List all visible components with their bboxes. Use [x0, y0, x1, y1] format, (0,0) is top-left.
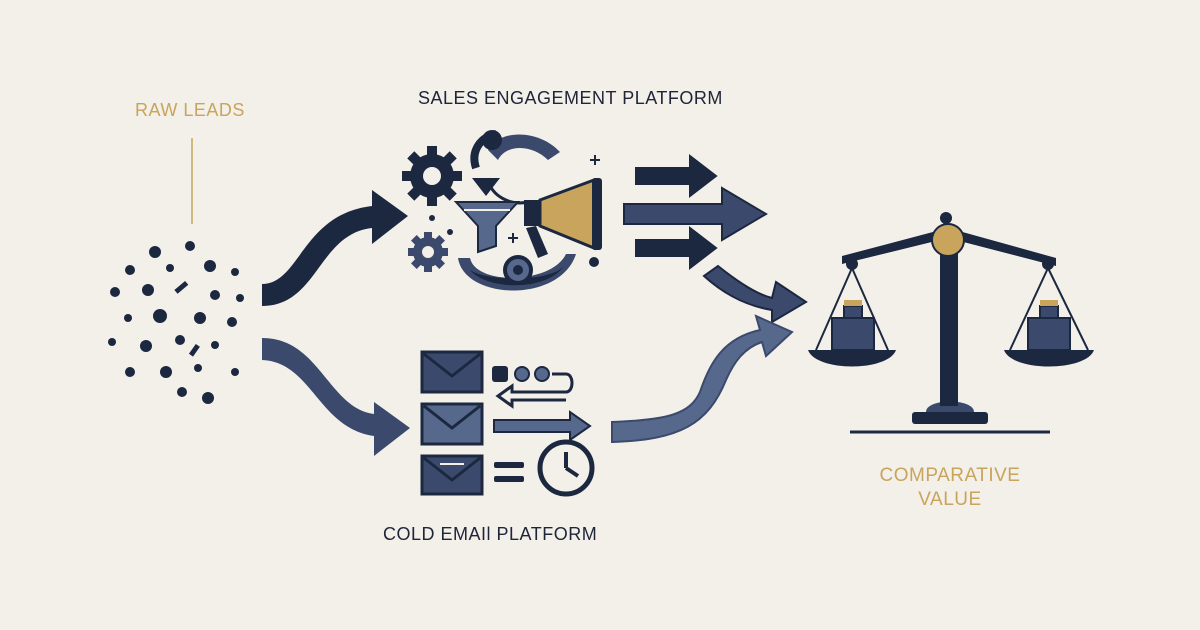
sequence-dots [492, 366, 574, 409]
flow-arrow-lower [262, 338, 410, 456]
envelope-icon [420, 350, 484, 394]
arrow-right-icon [635, 153, 718, 199]
bowl-icon [458, 254, 576, 291]
cold-email-icons [420, 350, 595, 497]
megaphone-icon [524, 177, 602, 258]
raw-leads-label: RAW LEADS [135, 100, 245, 120]
comparative-value-label: COMPARATIVE VALUE [860, 464, 1040, 512]
arrow-right-icon [702, 264, 808, 324]
dot-cluster-icon [108, 241, 244, 404]
swap-arrows-icon [493, 410, 592, 442]
weight-icon [831, 300, 875, 351]
funnel-icon [453, 201, 521, 254]
arrow-right-icon [611, 314, 794, 444]
flow-arrow-upper [262, 190, 408, 306]
gear-icon-small [408, 232, 448, 272]
accent-dot [447, 229, 453, 235]
plus-icon [508, 155, 600, 243]
gear-icon [402, 146, 462, 206]
accent-dot [589, 257, 599, 267]
comparative-value-line-2: VALUE [918, 489, 982, 510]
accent-dot [429, 215, 435, 221]
clock-icon [537, 439, 595, 497]
arrow-right-icon [623, 186, 768, 242]
sales-engagement-icons [402, 130, 602, 291]
refresh-arrow-icon [470, 130, 560, 205]
sales-output-arrows [623, 153, 808, 324]
equals-icon [494, 462, 524, 482]
sales-engagement-label: SALES ENGAGEMENT PLATFORM [418, 88, 723, 108]
comparative-value-line-1: COMPARATIVE [879, 465, 1021, 486]
weight-icon [1027, 300, 1071, 351]
balance-scale-icon [808, 212, 1094, 434]
arrow-right-icon [635, 225, 718, 271]
envelope-icon [420, 454, 484, 496]
cold-email-label: COLD EMAIl PLATFORM [383, 524, 598, 544]
envelope-icon [420, 402, 484, 446]
